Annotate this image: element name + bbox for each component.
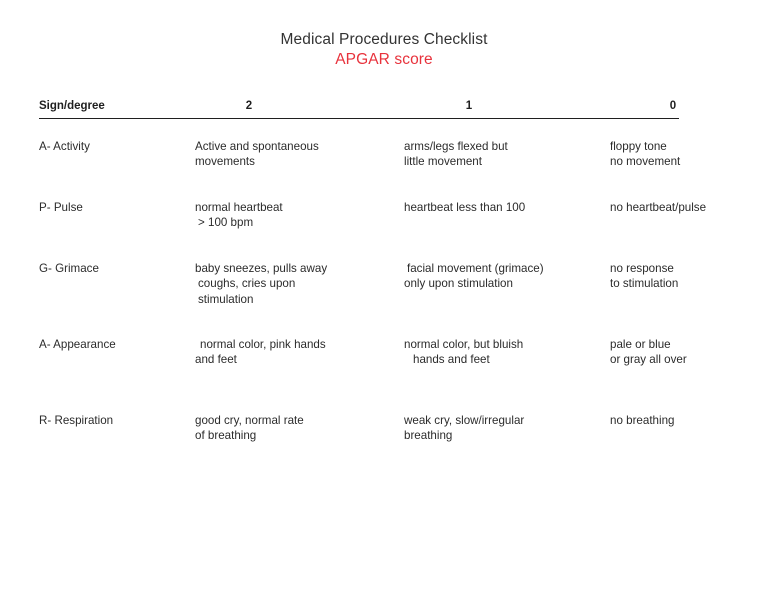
row-cell-score-2: Active and spontaneous movements [195,140,319,169]
table-row: R- Respiration good cry, normal rate of … [39,413,679,473]
column-header-sign: Sign/degree [39,100,105,112]
column-header-score-1: 1 [465,100,473,112]
row-cell-score-1: weak cry, slow/irregular breathing [404,414,525,443]
table-row: G- Grimace baby sneezes, pulls away coug… [39,261,679,337]
column-header-score-2: 2 [245,100,253,112]
row-sign-label: R- Respiration [39,414,114,427]
row-sign-label: P- Pulse [39,201,83,214]
column-header-score-0: 0 [669,100,677,112]
row-cell-score-0: no response to stimulation [610,262,679,291]
row-cell-score-2: normal color, pink hands and feet [195,338,326,367]
table-row: P- Pulse normal heartbeat > 100 bpm hear… [39,200,706,261]
table-row: A- Activity Active and spontaneous movem… [39,139,681,200]
row-cell-score-1: arms/legs flexed but little movement [404,140,508,169]
row-sign-label: A- Appearance [39,338,116,351]
row-cell-score-1: facial movement (grimace) only upon stim… [404,262,544,291]
table-header-row: Sign/degree 2 1 0 [39,99,679,119]
row-sign-label: A- Activity [39,140,90,153]
row-cell-score-0: no heartbeat/pulse [610,201,707,214]
row-cell-score-2: good cry, normal rate of breathing [195,414,304,443]
row-cell-score-0: floppy tone no movement [610,140,681,169]
page-title: Medical Procedures Checklist [280,31,488,48]
row-cell-score-0: pale or blue or gray all over [610,338,687,367]
row-sign-label: G- Grimace [39,262,99,275]
row-cell-score-1: normal color, but bluish hands and feet [404,338,524,367]
apgar-score-table: Sign/degree 2 1 0 A- Activity Active and… [39,99,706,473]
table-row: A- Appearance normal color, pink hands a… [39,337,687,413]
title-block: Medical Procedures Checklist APGAR score [0,30,768,70]
row-cell-score-0: no breathing [610,414,675,427]
page-subtitle: APGAR score [335,51,433,68]
row-cell-score-2: normal heartbeat > 100 bpm [195,201,283,230]
row-cell-score-2: baby sneezes, pulls away coughs, cries u… [195,262,328,306]
row-cell-score-1: heartbeat less than 100 [404,201,526,214]
